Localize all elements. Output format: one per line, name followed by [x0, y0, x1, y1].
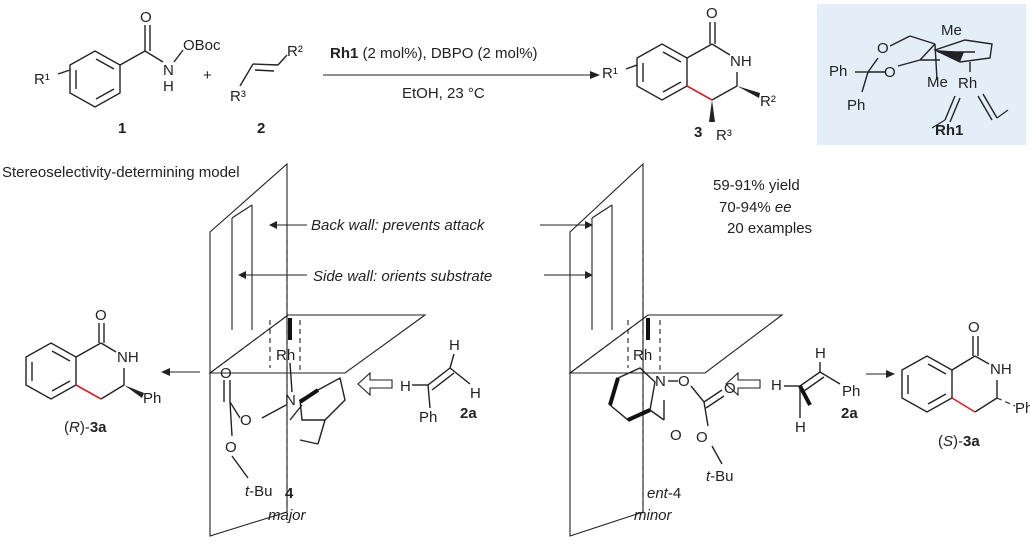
r-3a-label: (R)-3a: [64, 419, 107, 436]
carbonyl-o-1: O: [140, 9, 152, 26]
carbonyl-o-3: O: [706, 5, 718, 22]
oboc-1: OBoc: [183, 37, 221, 54]
s-3a-label: (S)-3a: [938, 433, 980, 450]
cat-rh: Rh: [958, 75, 977, 92]
r1-label-3: R¹: [602, 65, 618, 82]
approach-arrow-left: [357, 371, 393, 397]
cp-ring: [933, 39, 993, 63]
styrene-2a-right: H H H Ph 2a: [725, 345, 860, 436]
major-rh: Rh: [276, 347, 295, 364]
major-tbu: t-Bu: [245, 483, 273, 500]
cat-me-2: Me: [927, 74, 948, 91]
right-h-1: H: [771, 377, 782, 394]
cat-me-1: Me: [941, 22, 962, 39]
back-wall-label: Back wall: prevents attack: [311, 217, 486, 234]
conditions-bottom: EtOH, 23 °C: [402, 85, 485, 102]
left-h-2: H: [449, 337, 460, 354]
major-o-3: O: [225, 439, 237, 456]
plus-sign: +: [203, 67, 212, 84]
left-h-1: H: [400, 378, 411, 395]
benzene-ring-r: [25, 342, 77, 400]
floor-plane-right: [568, 314, 784, 374]
catalyst-rh1: Ph Ph O O Me Me Rh Rh1: [817, 4, 1026, 145]
r-carbonyl-o: O: [95, 307, 107, 324]
major-o-2: O: [220, 365, 232, 382]
major-n: N: [285, 392, 296, 409]
s-carbonyl-o: O: [968, 319, 980, 336]
r3-label-3: R³: [716, 127, 732, 144]
yield-range: 59-91% yield: [713, 177, 800, 194]
wall-callouts: Back wall: prevents attack Side wall: or…: [238, 217, 593, 285]
left-ph: Ph: [419, 409, 437, 426]
compound-3: O NH R² R³ R¹ 3: [602, 5, 776, 144]
compound-label-1: 1: [118, 120, 126, 137]
conditions-top: Rh1 (2 mol%), DBPO (2 mol%): [330, 45, 538, 62]
product-s-3a: O NH Ph (S)-3a: [866, 319, 1030, 450]
nh-1: H: [163, 78, 174, 95]
right-h-3: H: [795, 419, 806, 436]
minor-o-2: O: [724, 380, 736, 397]
model-label-ent4: ent-4: [647, 485, 681, 502]
approach-arrow-right: [725, 371, 761, 397]
r2-label-3: R²: [760, 93, 776, 110]
r-ph: Ph: [143, 390, 161, 407]
s-ph: Ph: [1015, 400, 1030, 417]
right-ph: Ph: [842, 383, 860, 400]
styrene-2a-left: H H H Ph 2a: [357, 337, 481, 426]
stats: 59-91% yield 70-94% ee 20 examples: [713, 177, 812, 237]
n-1: N: [163, 62, 174, 79]
compound-2: R² R³ 2: [230, 43, 303, 137]
complex-4-major: Rh N O O O t-Bu 4 major: [220, 318, 346, 524]
floor-plane-left: [208, 314, 427, 374]
r3-label-2: R³: [230, 88, 246, 105]
benzene-ring-s: [901, 355, 953, 413]
product-r-3a: O NH Ph (R)-3a: [25, 307, 200, 436]
r1-label-1: R¹: [34, 71, 50, 88]
right-2a: 2a: [841, 405, 858, 422]
side-wall-label: Side wall: orients substrate: [313, 268, 492, 285]
r-new-bond: [75, 384, 102, 400]
complex-ent-4-minor: Rh N O O O t-Bu O ent-4 minor: [608, 318, 736, 524]
ee-range: 70-94% ee: [719, 199, 792, 216]
minor-rh: Rh: [633, 347, 652, 364]
model-caption-minor: minor: [634, 507, 673, 524]
cat-ph-2: Ph: [847, 97, 865, 114]
minor-o-1: O: [678, 373, 690, 390]
model-title: Stereoselectivity-determining model: [2, 164, 240, 181]
compound-label-2: 2: [257, 120, 265, 137]
cat-o-1: O: [877, 40, 889, 57]
catalyst-label: Rh1: [935, 122, 963, 139]
reaction-arrow: Rh1 (2 mol%), DBPO (2 mol%) EtOH, 23 °C: [323, 45, 600, 102]
r-nh: NH: [117, 349, 139, 366]
minor-o-3: O: [696, 429, 708, 446]
new-bond-3: [686, 85, 713, 101]
right-h-2: H: [815, 345, 826, 362]
model-caption-major: major: [268, 507, 307, 524]
r2-label-2: R²: [287, 43, 303, 60]
catalyst-box: [817, 4, 1026, 145]
minor-o-4: O: [670, 427, 682, 444]
s-new-bond: [951, 397, 976, 413]
minor-tbu: t-Bu: [706, 468, 734, 485]
cat-ph-1: Ph: [829, 63, 847, 80]
left-h-3: H: [470, 385, 481, 402]
s-nh: NH: [990, 361, 1012, 378]
minor-n: N: [655, 373, 666, 390]
compound-1: O N H OBoc R¹ 1: [34, 9, 221, 137]
major-o-1: O: [240, 412, 252, 429]
cat-o-2: O: [884, 64, 896, 81]
left-2a: 2a: [460, 405, 477, 422]
model-label-4: 4: [285, 485, 294, 502]
example-count: 20 examples: [727, 220, 812, 237]
wall-model-right: [568, 162, 784, 537]
compound-label-3: 3: [694, 124, 702, 141]
wall-model-left: [208, 162, 427, 537]
benzene-ring-3: [636, 43, 688, 101]
benzene-ring-1: [69, 50, 121, 108]
nh-3: NH: [730, 53, 752, 70]
